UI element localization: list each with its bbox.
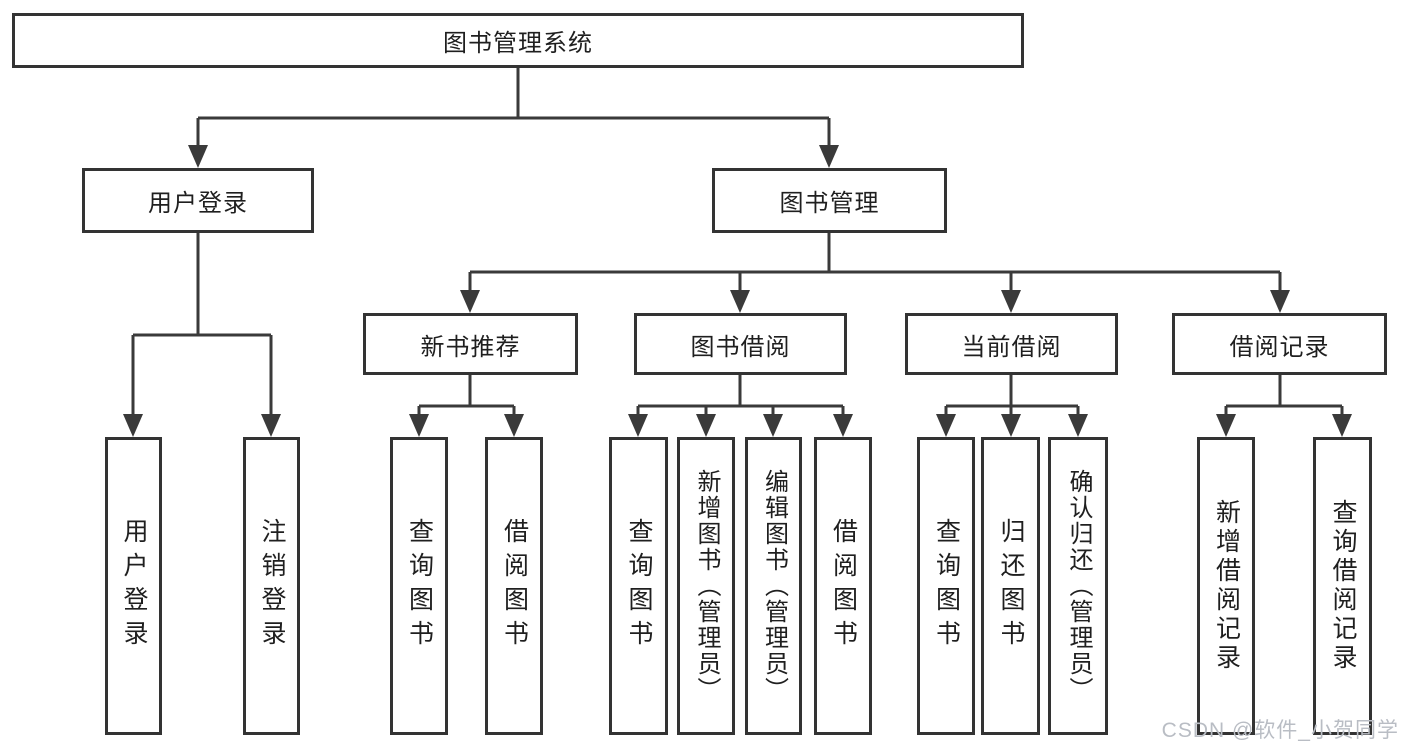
node-label: 借阅记录 <box>1229 333 1330 361</box>
leaf-label: 新增借阅记录 <box>1212 499 1241 673</box>
leaf-label: 查询图书 <box>932 518 961 654</box>
leaf-confirm-return-admin: 确认归还（管理员） <box>1048 437 1108 735</box>
leaf-query-books-3: 查询图书 <box>917 437 975 735</box>
node-label: 图书借阅 <box>690 333 791 361</box>
node-book-borrow: 图书借阅 <box>634 313 847 375</box>
leaf-query-books-2: 查询图书 <box>609 437 668 735</box>
node-label: 用户登录 <box>148 190 248 217</box>
node-root: 图书管理系统 <box>12 13 1024 68</box>
leaf-borrow-books-1: 借阅图书 <box>485 437 543 735</box>
leaf-label: 借阅图书 <box>829 518 858 654</box>
leaf-query-books-1: 查询图书 <box>390 437 448 735</box>
leaf-logout: 注销登录 <box>243 437 300 735</box>
leaf-label: 查询借阅记录 <box>1329 499 1357 673</box>
node-user-login: 用户登录 <box>82 168 314 233</box>
leaf-query-borrow-record: 查询借阅记录 <box>1313 437 1372 735</box>
node-label: 图书管理 <box>779 190 880 217</box>
leaf-label: 借阅图书 <box>500 518 529 654</box>
leaf-label: 新增图书（管理员） <box>693 469 720 703</box>
leaf-label: 注销登录 <box>258 518 286 654</box>
node-borrow-records: 借阅记录 <box>1172 313 1387 375</box>
leaf-label: 编辑图书（管理员） <box>760 469 788 703</box>
leaf-return-books: 归还图书 <box>981 437 1040 735</box>
arrowheads <box>123 145 1352 437</box>
csdn-watermark: CSDN @软件_小贺同学 <box>1161 719 1399 742</box>
leaf-label: 查询图书 <box>625 518 653 654</box>
node-book-management: 图书管理 <box>712 168 947 233</box>
leaf-label: 用户登录 <box>120 518 148 654</box>
leaf-add-books-admin: 新增图书（管理员） <box>677 437 735 735</box>
leaf-label: 查询图书 <box>405 518 434 654</box>
node-label: 新书推荐 <box>420 333 521 361</box>
leaf-user-login: 用户登录 <box>105 437 162 735</box>
leaf-edit-books-admin: 编辑图书（管理员） <box>745 437 802 735</box>
leaf-borrow-books-2: 借阅图书 <box>814 437 872 735</box>
node-current-borrow: 当前借阅 <box>905 313 1118 375</box>
leaf-label: 确认归还（管理员） <box>1065 469 1092 703</box>
leaf-add-borrow-record: 新增借阅记录 <box>1197 437 1255 735</box>
leaf-label: 归还图书 <box>997 518 1025 654</box>
node-label: 当前借阅 <box>961 333 1062 361</box>
node-new-book-recommend: 新书推荐 <box>363 313 578 375</box>
node-label: 图书管理系统 <box>443 30 593 57</box>
